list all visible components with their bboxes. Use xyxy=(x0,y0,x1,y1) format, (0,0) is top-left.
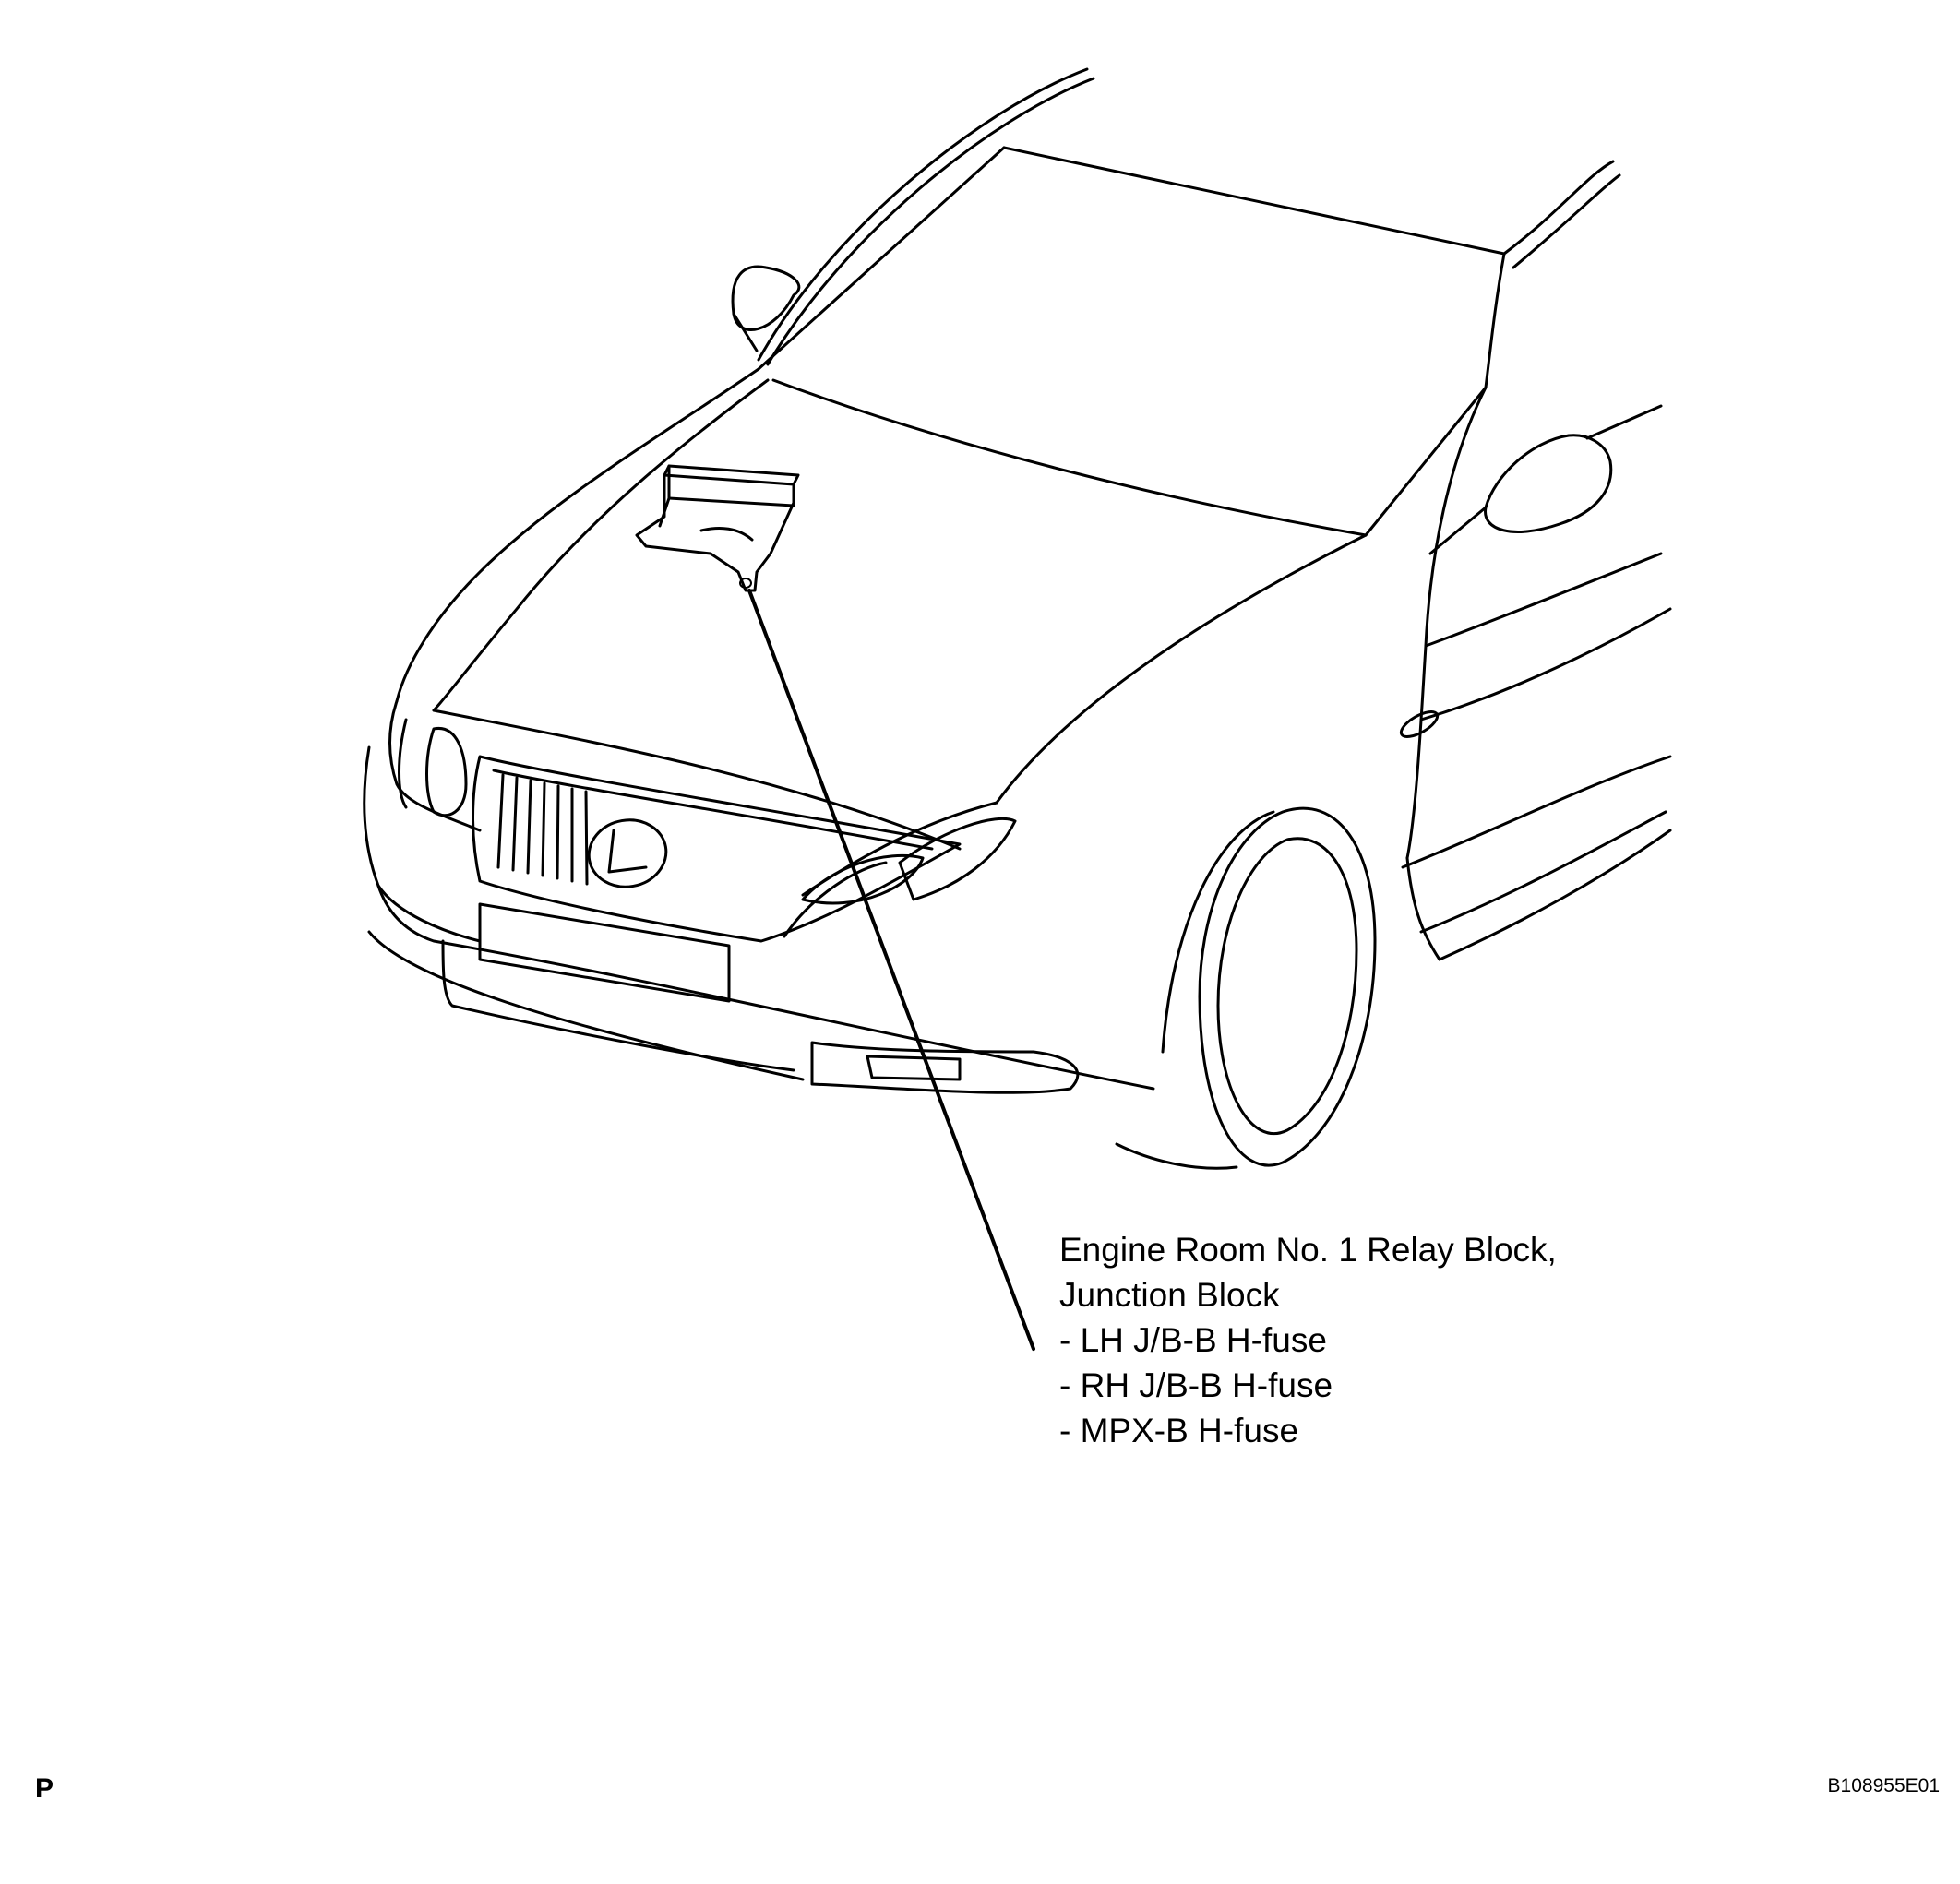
front-bumper xyxy=(367,884,1155,1094)
figure-code: B108955E01 xyxy=(1827,1775,1940,1796)
corner-letter: P xyxy=(35,1773,54,1804)
relay-block-icon xyxy=(635,464,800,592)
relay-block-callout: Engine Room No. 1 Relay Block, Junction … xyxy=(1059,1227,1557,1453)
front-wheel xyxy=(1115,806,1377,1170)
callout-item: - LH J/B-B H-fuse xyxy=(1059,1321,1327,1359)
grille xyxy=(472,755,962,943)
car-hood-body xyxy=(363,367,1672,961)
car-roof-windshield xyxy=(757,67,1621,537)
callout-leader-line xyxy=(747,589,1035,1351)
door-handle xyxy=(1399,710,1440,738)
side-mirrors xyxy=(731,265,1663,555)
lexus-emblem-icon xyxy=(587,818,668,888)
callout-item: - RH J/B-B H-fuse xyxy=(1059,1366,1333,1404)
callout-title-line1: Engine Room No. 1 Relay Block, xyxy=(1059,1231,1557,1269)
callout-item: - MPX-B H-fuse xyxy=(1059,1412,1299,1449)
callout-title-line2: Junction Block xyxy=(1059,1276,1280,1314)
